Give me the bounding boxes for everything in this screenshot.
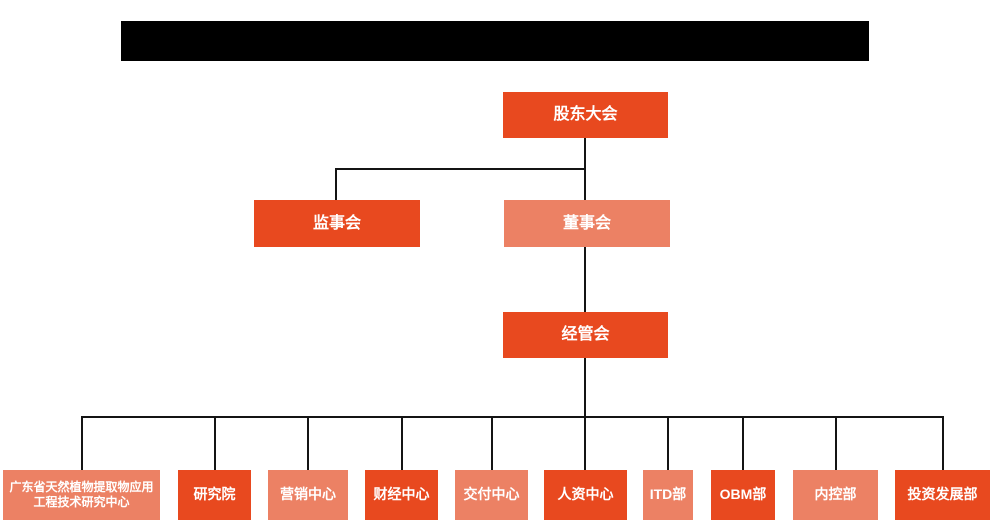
connector-drop-research-center (81, 416, 83, 470)
org-node-obm-department: OBM部 (711, 470, 775, 520)
org-node-management-committee: 经管会 (503, 312, 668, 358)
connector-drop-itd-dept (667, 416, 669, 470)
connector-supervisors-drop (335, 168, 337, 200)
org-node-supervisory-board: 监事会 (254, 200, 420, 247)
org-node-finance-center: 财经中心 (365, 470, 438, 520)
connector-drop-obm-dept (742, 416, 744, 470)
org-node-hr-center: 人资中心 (544, 470, 627, 520)
connector-level2-horizontal (335, 168, 586, 170)
org-node-shareholders-meeting: 股东大会 (503, 92, 668, 138)
connector-drop-investment-dept (942, 416, 944, 470)
org-node-board-of-directors: 董事会 (504, 200, 670, 247)
org-node-research-institute: 研究院 (178, 470, 251, 520)
connector-drop-marketing-center (307, 416, 309, 470)
org-node-delivery-center: 交付中心 (455, 470, 528, 520)
connector-drop-research-institute (214, 416, 216, 470)
org-node-internal-control-department: 内控部 (793, 470, 878, 520)
org-node-investment-development-department: 投资发展部 (895, 470, 990, 520)
connector-level4-horizontal (81, 416, 944, 418)
connector-main-vertical (584, 138, 586, 470)
org-node-research-center: 广东省天然植物提取物应用工程技术研究中心 (3, 470, 160, 520)
org-node-itd-department: ITD部 (643, 470, 693, 520)
connector-drop-finance-center (401, 416, 403, 470)
redacted-title-bar (121, 21, 869, 61)
org-node-marketing-center: 营销中心 (268, 470, 348, 520)
connector-drop-delivery-center (491, 416, 493, 470)
connector-drop-internal-control (835, 416, 837, 470)
